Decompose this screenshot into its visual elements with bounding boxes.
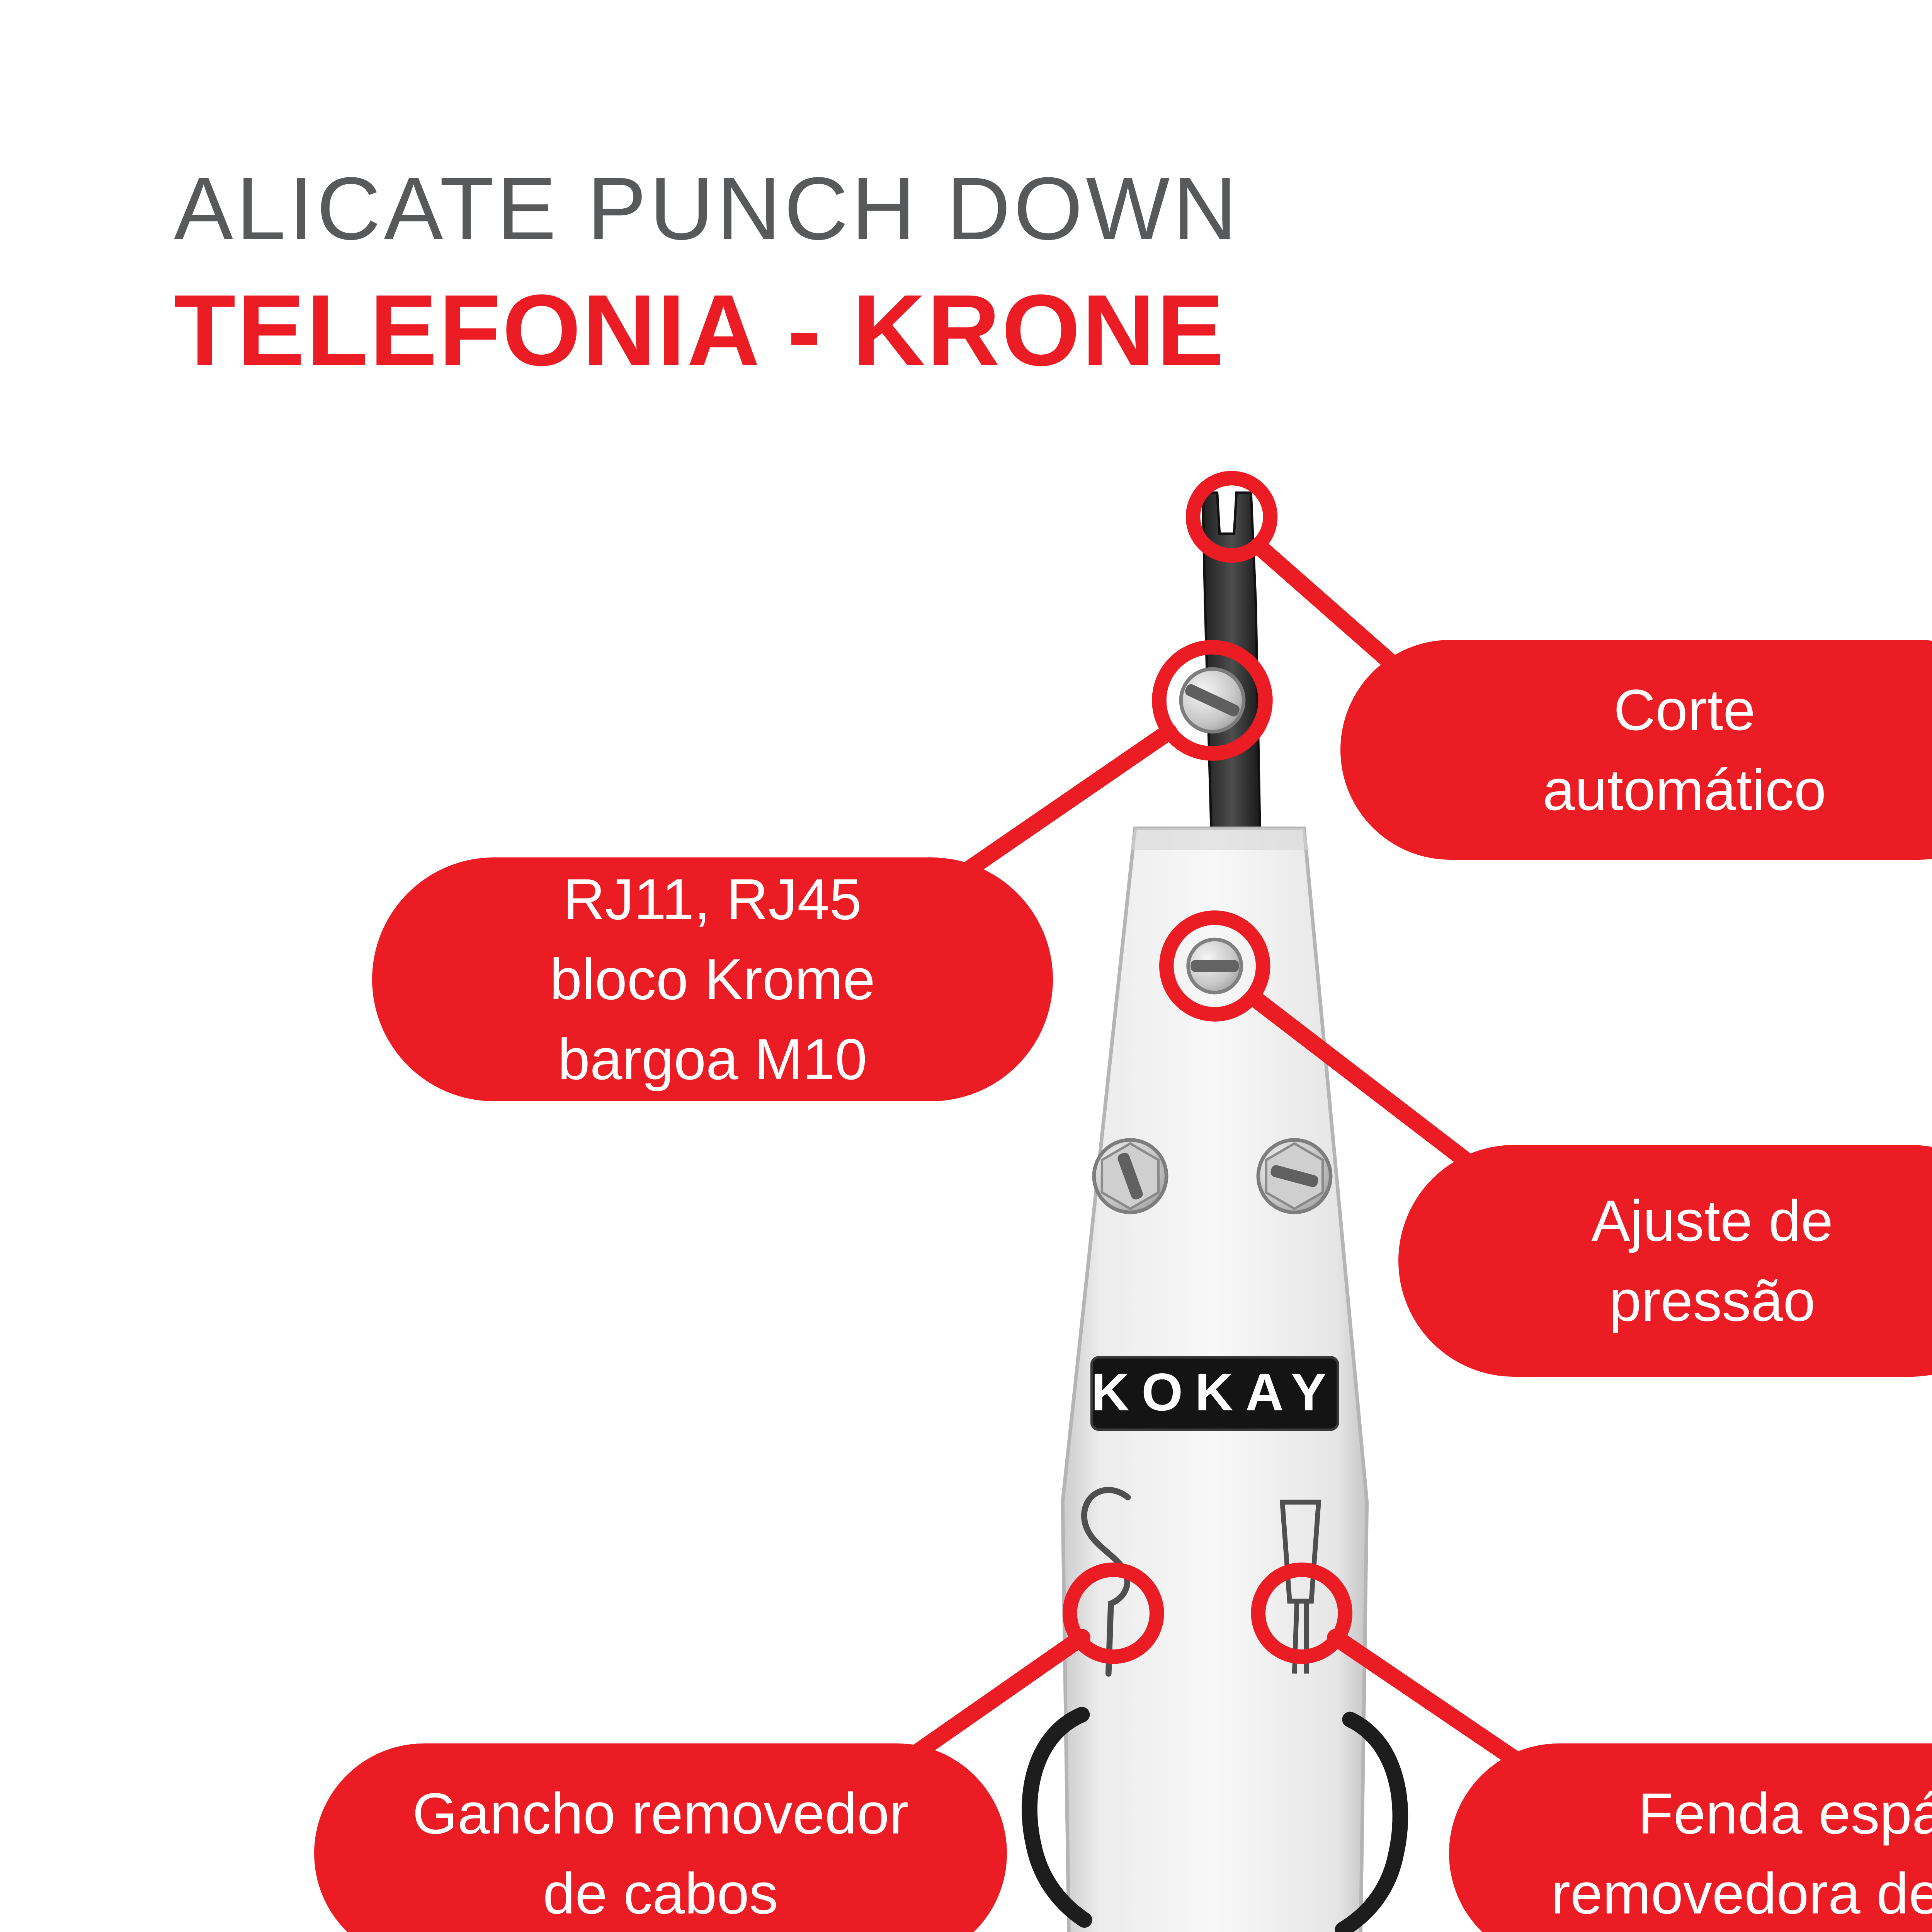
callout-ajuste-pressao: Ajuste de pressão: [1398, 1145, 1932, 1377]
wire-clip-right: [1335, 1711, 1408, 1932]
callout-line: bloco Krome: [549, 946, 875, 1012]
anchor-ring-pressure-screw: [1159, 910, 1270, 1022]
brand-text: KOKAY: [1091, 1363, 1338, 1422]
brand-label: KOKAY: [1090, 1356, 1339, 1431]
body-screw-left: [1092, 1138, 1168, 1214]
callout-line: bargoa M10: [558, 1026, 867, 1092]
anchor-ring-spatula: [1251, 1562, 1352, 1664]
callout-corte-automatico: Corte automático: [1340, 640, 1932, 860]
title-product-model: TELEFONIA - KRONE: [174, 273, 1226, 387]
anchor-ring-hook: [1063, 1562, 1164, 1664]
callout-line: pressão: [1609, 1268, 1816, 1333]
body-neck-shade: [1130, 828, 1309, 850]
callout-fenda-espatula: Fenda espátula removedora de blocos: [1449, 1743, 1932, 1932]
body-screw-right: [1256, 1138, 1333, 1214]
page-title: ALICATE PUNCH DOWN TELEFONIA - KRONE: [174, 160, 1240, 386]
callout-line: RJ11, RJ45: [563, 866, 862, 932]
pressure-adjust-screw: [1186, 937, 1243, 995]
callout-line: removedora de blocos: [1551, 1861, 1932, 1926]
wire-clip-left: [1022, 1707, 1092, 1928]
callout-line: Gancho removedor: [412, 1781, 909, 1846]
blade-screw: [1179, 667, 1246, 734]
hook-icon: [1081, 1487, 1131, 1677]
anchor-ring-blade-tip: [1185, 471, 1278, 563]
callout-line: Ajuste de: [1591, 1188, 1833, 1253]
callout-line: automático: [1543, 757, 1827, 822]
callout-rj-blocks: RJ11, RJ45 bloco Krome bargoa M10: [372, 857, 1053, 1101]
callout-line: de cabos: [543, 1861, 778, 1926]
anchor-ring-blade-screw: [1152, 640, 1273, 761]
callout-gancho-removedor: Gancho removedor de cabos: [314, 1743, 1007, 1932]
callout-line: Fenda espátula: [1638, 1781, 1932, 1846]
title-product-type: ALICATE PUNCH DOWN: [174, 158, 1240, 258]
callout-line: Corte: [1613, 677, 1755, 742]
